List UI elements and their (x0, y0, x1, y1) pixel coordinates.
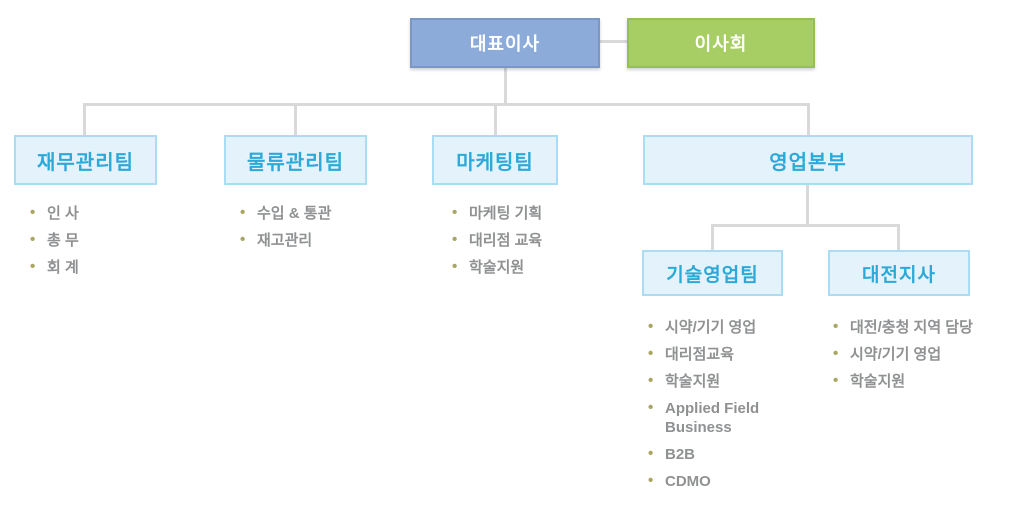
list-item: CDMO (648, 471, 770, 491)
connector-drop-tech-sales (711, 224, 714, 250)
list-item: 대전/충청 지역 담당 (833, 317, 1003, 337)
list-item: 회 계 (30, 257, 200, 277)
connector-sales-hq-drop (806, 185, 809, 225)
list-item: 인 사 (30, 203, 200, 223)
node-daejeon-branch: 대전지사 (828, 250, 970, 296)
connector-level1-bus (83, 103, 810, 106)
list-item: 시약/기기 영업 (833, 344, 1003, 364)
list-item: 마케팅 기획 (452, 203, 632, 223)
node-finance-team: 재무관리팀 (14, 135, 157, 185)
list-item: 총 무 (30, 230, 200, 250)
list-item: 학술지원 (648, 371, 770, 391)
daejeon-duties-list: 대전/충청 지역 담당 시약/기기 영업 학술지원 (833, 317, 1003, 399)
list-item: 수입 & 통관 (240, 203, 420, 223)
list-item: 재고관리 (240, 230, 420, 250)
marketing-duties-list: 마케팅 기획 대리점 교육 학술지원 (452, 203, 632, 285)
node-ceo: 대표이사 (410, 18, 600, 68)
logistics-duties-list: 수입 & 통관 재고관리 (240, 203, 420, 258)
connector-drop-finance (83, 103, 86, 135)
connector-drop-sales-hq (807, 103, 810, 135)
connector-drop-logistics (294, 103, 297, 135)
connector-ceo-board (600, 40, 627, 43)
connector-drop-marketing (494, 103, 497, 135)
connector-level2-bus (711, 224, 900, 227)
finance-duties-list: 인 사 총 무 회 계 (30, 203, 200, 285)
list-item: B2B (648, 444, 770, 464)
node-sales-hq: 영업본부 (643, 135, 973, 185)
connector-ceo-drop (504, 68, 507, 104)
list-item: 시약/기기 영업 (648, 317, 770, 337)
tech-sales-duties-list: 시약/기기 영업 대리점교육 학술지원 Applied Field Busine… (648, 317, 770, 499)
node-board: 이사회 (627, 18, 815, 68)
list-item: 대리점교육 (648, 344, 770, 364)
node-logistics-team: 물류관리팀 (224, 135, 367, 185)
node-tech-sales-team: 기술영업팀 (642, 250, 783, 296)
list-item: 학술지원 (452, 257, 632, 277)
connector-drop-daejeon (897, 224, 900, 250)
list-item: 대리점 교육 (452, 230, 632, 250)
node-marketing-team: 마케팅팀 (432, 135, 558, 185)
list-item: 학술지원 (833, 371, 1003, 391)
list-item: Applied Field Business (648, 398, 770, 437)
